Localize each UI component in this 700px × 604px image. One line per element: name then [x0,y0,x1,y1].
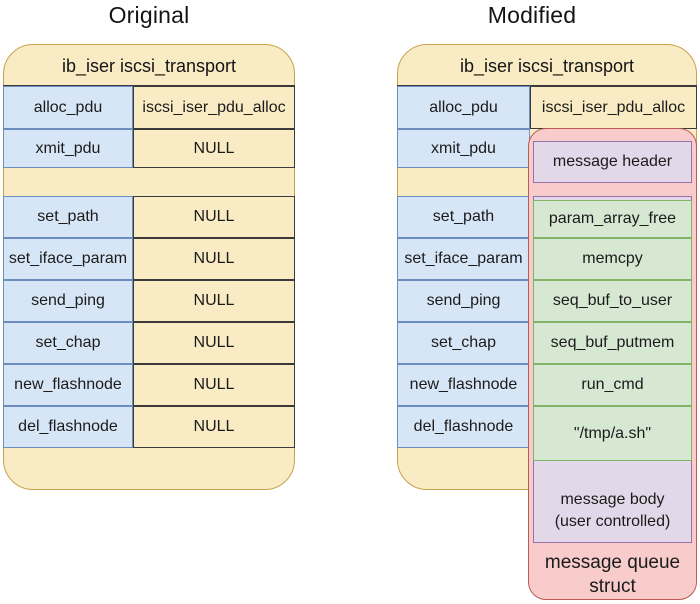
message-body-label-line1: message body [560,491,665,508]
modified-title: Modified [487,2,577,28]
original-value-set_path: NULL [133,196,295,238]
modified-field-new_flashnode: new_flashnode [397,364,530,406]
modified-value-set_path: param_array_free [533,200,692,238]
original-title: Original [108,2,190,28]
message-header-box: message header [533,141,692,183]
modified-value-new_flashnode: run_cmd [533,364,692,406]
modified-value-set_chap: seq_buf_putmem [533,322,692,364]
original-value-alloc_pdu: iscsi_iser_pdu_alloc [133,86,295,129]
modified-field-set_chap: set_chap [397,322,530,364]
original-spacer-row [3,168,295,196]
modified-field-alloc_pdu: alloc_pdu [397,86,530,129]
modified-value-send_ping: seq_buf_to_user [533,280,692,322]
original-value-xmit_pdu: NULL [133,129,295,168]
original-value-del_flashnode: NULL [133,406,295,448]
message-queue-label-line2: struct [589,576,636,597]
modified-struct-header: ib_iser iscsi_transport [459,55,635,76]
original-field-alloc_pdu: alloc_pdu [3,86,133,129]
original-field-set_iface_param: set_iface_param [3,238,133,280]
message-body-label-line2: (user controlled) [554,513,671,530]
message-queue-label-line1: message queue [544,552,681,573]
original-value-set_chap: NULL [133,322,295,364]
original-value-set_iface_param: NULL [133,238,295,280]
original-field-set_chap: set_chap [3,322,133,364]
modified-value-alloc_pdu: iscsi_iser_pdu_alloc [530,86,697,129]
original-field-xmit_pdu: xmit_pdu [3,129,133,168]
modified-value-set_iface_param: memcpy [533,238,692,280]
original-field-send_ping: send_ping [3,280,133,322]
modified-field-del_flashnode: del_flashnode [397,406,530,448]
modified-field-set_path: set_path [397,196,530,238]
message-queue-label: message queue struct [528,551,697,599]
original-value-new_flashnode: NULL [133,364,295,406]
modified-header-divider [397,85,697,86]
original-header-divider [3,85,295,86]
original-field-new_flashnode: new_flashnode [3,364,133,406]
modified-field-set_iface_param: set_iface_param [397,238,530,280]
modified-field-xmit_pdu: xmit_pdu [397,129,530,168]
original-field-del_flashnode: del_flashnode [3,406,133,448]
modified-field-send_ping: send_ping [397,280,530,322]
original-field-set_path: set_path [3,196,133,238]
original-value-send_ping: NULL [133,280,295,322]
modified-value-del_flashnode: "/tmp/a.sh" [533,406,692,461]
original-struct-header: ib_iser iscsi_transport [61,55,237,76]
